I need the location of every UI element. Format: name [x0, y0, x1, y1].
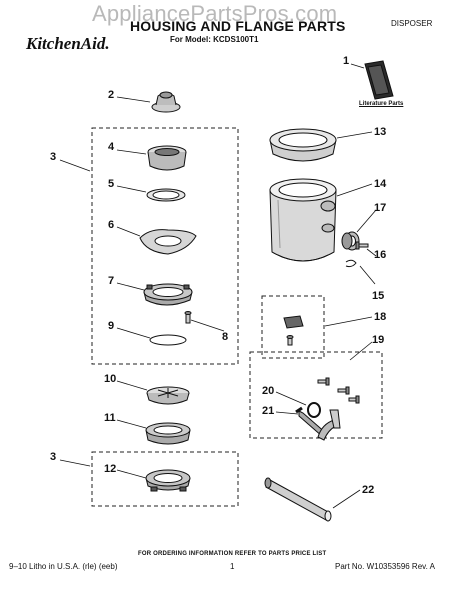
callout-19: 19: [372, 334, 385, 346]
part-13-housing-top: [269, 128, 337, 162]
part-12-lower-mounting-ring: [145, 469, 191, 492]
group-box-19: [249, 351, 383, 439]
part-22-drain-tube: [264, 477, 332, 522]
group-box-3-upper: [91, 127, 239, 365]
callout-4: 4: [108, 141, 115, 153]
part-9-snap-ring: [149, 334, 187, 346]
callout-15: 15: [372, 290, 385, 302]
litho-note: 9–10 Litho in U.S.A. (rle) (eeb): [9, 562, 118, 571]
part-1-literature: [364, 60, 394, 100]
part-5-gasket: [146, 188, 186, 202]
callout-6: 6: [108, 219, 115, 231]
group-box-18: [261, 295, 325, 359]
callout-3-upper: 3: [50, 151, 57, 163]
part-2-stopper: [151, 91, 181, 113]
page-title: HOUSING AND FLANGE PARTS: [130, 18, 346, 34]
part-18-label: [283, 315, 304, 346]
callout-13: 13: [374, 126, 387, 138]
callout-3-lower: 3: [50, 451, 57, 463]
part-16-screw: [355, 241, 369, 250]
brand-logo: KitchenAid.: [26, 34, 110, 53]
callout-7: 7: [108, 275, 115, 287]
ordering-note: FOR ORDERING INFORMATION REFER TO PARTS …: [138, 551, 327, 557]
category-label: DISPOSER: [391, 19, 433, 28]
callout-16: 16: [374, 249, 387, 261]
part-17-inlet-gasket: [341, 231, 360, 251]
part-19-hardware: [317, 377, 360, 404]
part-21-wrench-elbow: [295, 406, 341, 441]
callout-8: 8: [222, 331, 229, 343]
part-20-o-ring: [307, 402, 321, 418]
group-box-3-lower: [91, 451, 239, 507]
callout-14: 14: [374, 178, 387, 190]
callout-1: 1: [343, 55, 350, 67]
callout-21: 21: [262, 405, 275, 417]
leader-lines: [59, 63, 377, 509]
part-11-cushion-mount: [145, 422, 191, 445]
callout-17: 17: [374, 202, 387, 214]
callout-5: 5: [108, 178, 115, 190]
model-label: For Model: KCDS100T1: [170, 35, 259, 44]
part-6-backup-ring: [139, 229, 197, 255]
callout-10: 10: [104, 373, 117, 385]
part-8-screw: [184, 311, 192, 324]
part-15-clip: [345, 259, 357, 268]
callout-18: 18: [374, 311, 387, 323]
part-10-splash-guard: [146, 386, 190, 405]
callout-22: 22: [362, 484, 375, 496]
part-14-housing: [269, 178, 337, 262]
page-number: 1: [230, 562, 235, 571]
part-number: Part No. W10353596 Rev. A: [335, 562, 435, 571]
watermark: AppliancePartsPros.com: [92, 1, 338, 26]
callout-11: 11: [104, 412, 116, 424]
callout-20: 20: [262, 385, 275, 397]
part-7-mounting-ring: [143, 283, 193, 306]
callout-9: 9: [108, 320, 115, 332]
part-4-sink-flange: [147, 145, 187, 171]
callout-12: 12: [104, 463, 117, 475]
literature-parts-label: Literature Parts: [359, 101, 404, 107]
callout-2: 2: [108, 89, 115, 101]
